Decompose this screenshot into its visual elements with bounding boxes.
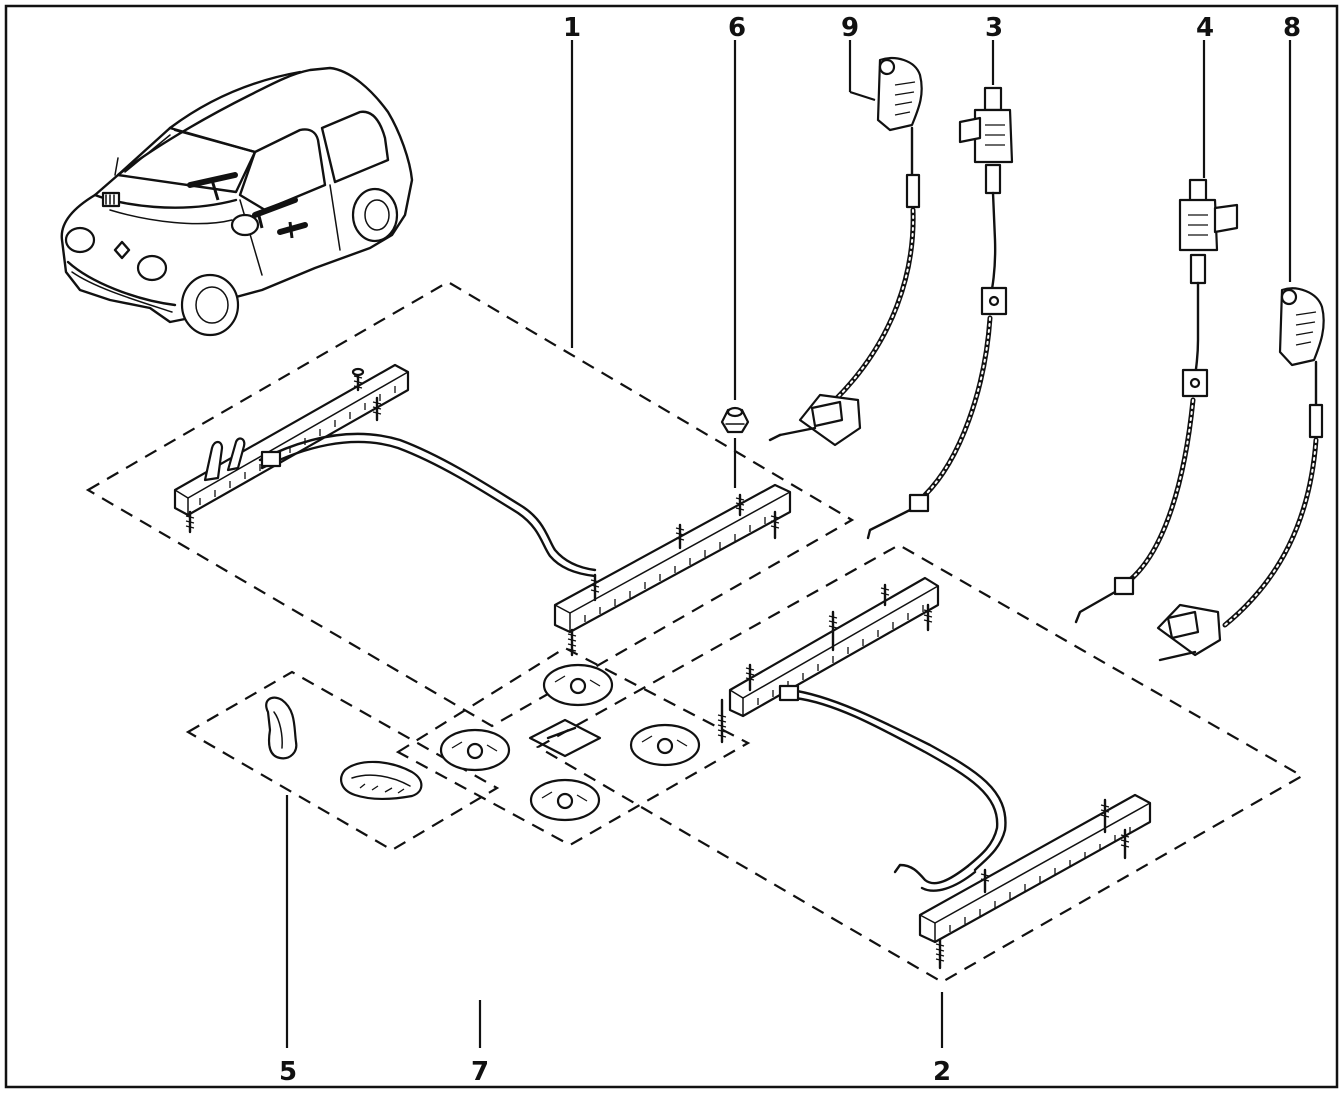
part-7-clip-set [439, 663, 701, 822]
callout-3: 3 [985, 13, 1003, 43]
callout-7: 7 [471, 1057, 489, 1087]
part-4-adjuster-cable [1074, 178, 1239, 624]
callout-9: 9 [841, 13, 859, 43]
dashed-group-part-5 [185, 670, 500, 852]
dashed-group-part-7 [395, 646, 751, 847]
frame-border [4, 4, 1339, 1089]
callout-2: 2 [933, 1057, 951, 1087]
callout-4: 4 [1196, 13, 1214, 43]
car-locator-illustration [60, 66, 414, 337]
dashed-group-assembly-1 [85, 280, 855, 728]
dashed-group-assembly-2 [535, 543, 1305, 984]
callout-numbers: 1 6 9 3 4 8 5 7 2 [279, 13, 1301, 1087]
callout-5: 5 [279, 1057, 297, 1087]
leader-lines [285, 40, 1292, 1048]
part-6-nut [720, 406, 750, 434]
seat-rail-assembly-2 [717, 576, 1152, 970]
seat-rail-assembly-1 [173, 363, 792, 657]
part-3-adjuster-cable [866, 86, 1014, 540]
part-8-release-cable [1156, 287, 1325, 662]
callout-1: 1 [563, 13, 581, 43]
part-5-trim-covers [265, 696, 423, 800]
callout-6: 6 [728, 13, 746, 43]
callout-8: 8 [1283, 13, 1301, 43]
part-9-release-cable [768, 57, 923, 447]
